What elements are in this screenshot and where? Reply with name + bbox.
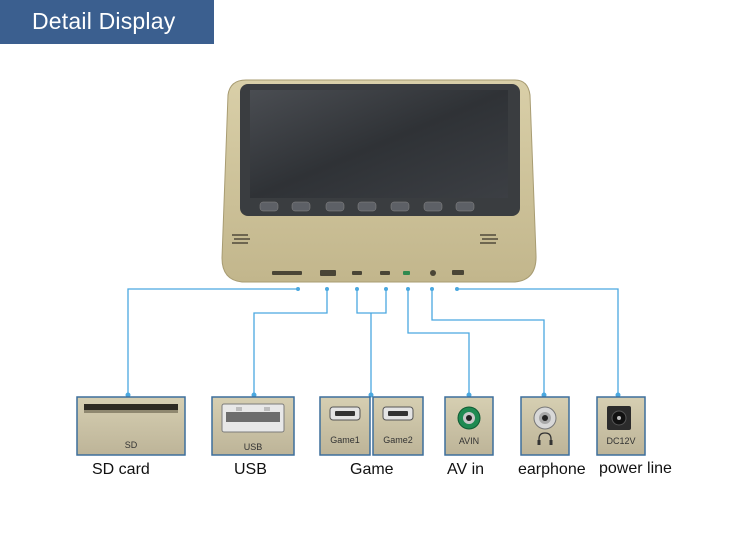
game1-port-label: Game1 (330, 435, 360, 445)
game2-slot (380, 271, 390, 275)
stop-button (423, 201, 443, 212)
page-title: Detail Display (32, 8, 176, 34)
earphone-line (431, 289, 545, 395)
caption-av-in: AV in (447, 461, 485, 478)
usb-slot (320, 270, 336, 276)
headphone-icon (537, 432, 553, 445)
connector-lines (125, 287, 621, 398)
next-button (325, 201, 345, 212)
sd-slot (272, 271, 302, 275)
mode-button (455, 201, 475, 212)
earphone-slot (430, 270, 436, 276)
caption-game: Game (350, 461, 394, 478)
dc-port-panel: DC12V (596, 396, 646, 456)
game2-port-label: Game2 (383, 435, 413, 445)
control-buttons (259, 201, 475, 212)
sd-port-label: SD (125, 440, 138, 450)
avin-port-panel: AVIN (444, 396, 494, 456)
caption-sd-card: SD card (92, 461, 150, 478)
monitor (221, 79, 537, 283)
speaker-right (480, 234, 498, 244)
power-button (357, 201, 377, 212)
dc-port-label: DC12V (606, 436, 635, 446)
sd-port-panel: SD (76, 396, 186, 456)
menu-button (291, 201, 311, 212)
game-line-top (356, 289, 387, 314)
monitor-ports (272, 270, 464, 276)
caption-earphone: earphone (518, 461, 586, 478)
game1-slot (352, 271, 362, 275)
power-line (457, 288, 619, 395)
game1-port-panel: Game1 (319, 396, 371, 456)
speaker-left (232, 234, 250, 244)
title-banner: Detail Display (0, 0, 214, 44)
play-button (390, 201, 410, 212)
caption-usb: USB (234, 461, 267, 478)
screen (250, 90, 508, 198)
usb-port-label: USB (244, 442, 263, 452)
prev-button (259, 201, 279, 212)
usb-line (253, 289, 328, 395)
dc-slot (452, 270, 464, 275)
usb-port-panel: USB (211, 396, 295, 456)
avin-slot (403, 271, 410, 275)
game2-port-panel: Game2 (372, 396, 424, 456)
caption-power-line: power line (599, 460, 672, 477)
earphone-port-panel (520, 396, 570, 456)
avin-line (407, 289, 470, 395)
avin-port-label: AVIN (459, 436, 479, 446)
sd-line (127, 288, 298, 395)
